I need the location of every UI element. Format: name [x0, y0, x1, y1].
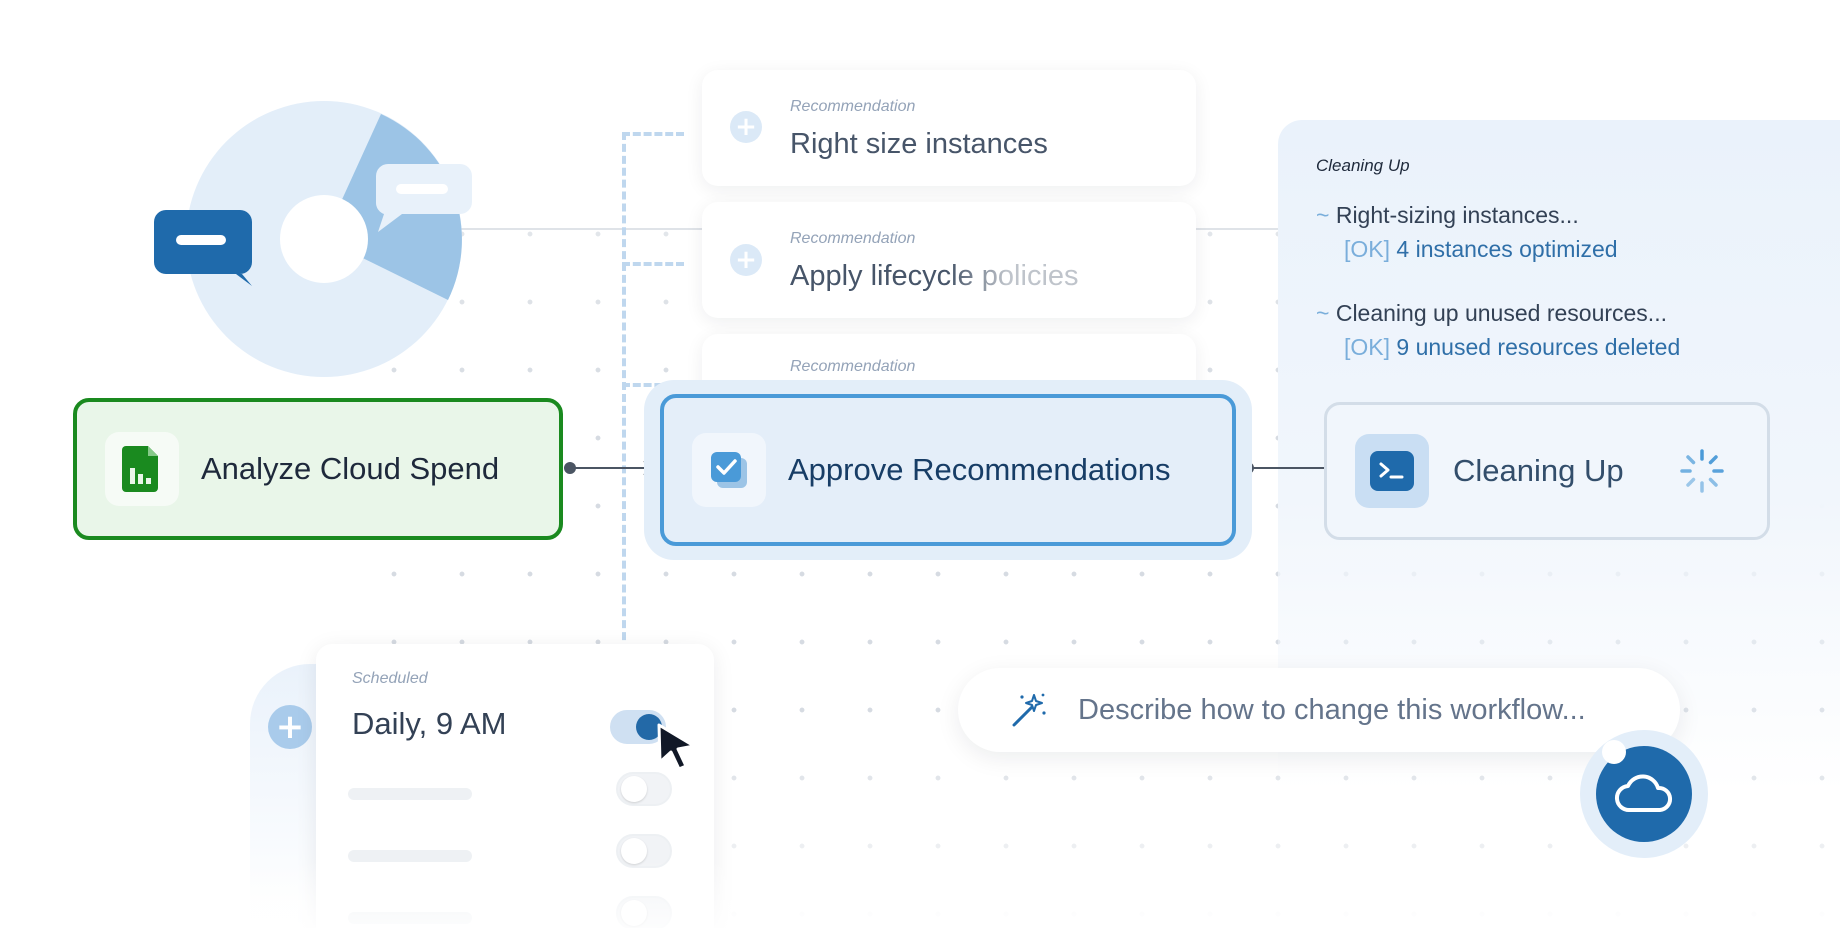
log-text: Right-sizing instances... — [1335, 202, 1579, 228]
chat-bubble-light-icon — [374, 162, 474, 239]
recommendation-card[interactable]: + Recommendation Apply lifecycle policie… — [702, 202, 1196, 318]
placeholder-line — [348, 850, 472, 862]
log-result: [OK] 9 unused resources deleted — [1344, 334, 1680, 361]
node-label: Analyze Cloud Spend — [201, 451, 500, 486]
mouse-cursor-icon — [657, 723, 696, 771]
node-label: Approve Recommendations — [788, 452, 1171, 487]
cloud-icon — [1615, 774, 1673, 813]
dashed-branch-1 — [622, 132, 684, 136]
workflow-node-approve[interactable]: Approve Recommendations — [660, 394, 1236, 546]
dashed-branch-2 — [622, 262, 684, 266]
recommendation-kicker: Recommendation — [790, 230, 916, 247]
log-entry: ~ Right-sizing instances... — [1316, 202, 1579, 229]
schedule-title: Daily, 9 AM — [352, 706, 507, 741]
log-prefix: ~ — [1316, 300, 1330, 326]
log-result-text: 4 instances optimized — [1396, 236, 1618, 262]
recommendation-kicker: Recommendation — [790, 98, 916, 115]
recommendation-title: Apply lifecycle policies — [790, 260, 1079, 292]
workflow-prompt[interactable] — [958, 668, 1680, 752]
add-icon[interactable]: + — [730, 244, 762, 276]
prompt-input[interactable] — [1078, 693, 1658, 727]
loading-spinner-icon — [1679, 449, 1724, 493]
connector-line-top-right — [1190, 228, 1310, 230]
node-label: Cleaning Up — [1453, 453, 1624, 488]
recommendation-title: Right size instances — [790, 128, 1048, 160]
placeholder-line — [348, 912, 472, 924]
add-icon[interactable]: + — [730, 111, 762, 143]
spreadsheet-icon — [105, 432, 179, 506]
add-schedule-icon[interactable]: + — [268, 705, 312, 749]
workflow-node-cleaning[interactable]: Cleaning Up — [1324, 402, 1770, 540]
schedule-toggle[interactable] — [616, 834, 672, 868]
workflow-node-analyze[interactable]: Analyze Cloud Spend — [73, 398, 563, 540]
schedule-kicker: Scheduled — [352, 670, 428, 687]
schedule-toggle[interactable] — [610, 710, 666, 744]
log-ok: [OK] — [1344, 334, 1391, 360]
log-ok: [OK] — [1344, 236, 1391, 262]
checklist-icon — [692, 433, 766, 507]
placeholder-line — [348, 788, 472, 800]
connector-line-top-left — [400, 228, 730, 230]
schedule-toggle[interactable] — [616, 772, 672, 806]
schedule-card: Scheduled Daily, 9 AM — [316, 644, 714, 928]
recommendation-kicker: Recommendation — [790, 358, 916, 375]
dashed-branch-3 — [622, 383, 684, 387]
log-prefix: ~ — [1316, 202, 1330, 228]
terminal-icon — [1355, 434, 1429, 508]
log-result-text: 9 unused resources deleted — [1396, 334, 1681, 360]
schedule-toggle[interactable] — [616, 896, 672, 928]
magic-wand-icon — [1012, 693, 1046, 727]
log-entry: ~ Cleaning up unused resources... — [1316, 300, 1667, 327]
recommendation-card[interactable]: + Recommendation Right size instances — [702, 70, 1196, 186]
log-kicker: Cleaning Up — [1316, 156, 1410, 175]
dashed-branch-line — [622, 132, 626, 652]
assistant-status-dot — [1602, 740, 1626, 764]
log-result: [OK] 4 instances optimized — [1344, 236, 1618, 263]
log-text: Cleaning up unused resources... — [1335, 300, 1667, 326]
chat-bubble-dark-icon — [154, 208, 254, 293]
